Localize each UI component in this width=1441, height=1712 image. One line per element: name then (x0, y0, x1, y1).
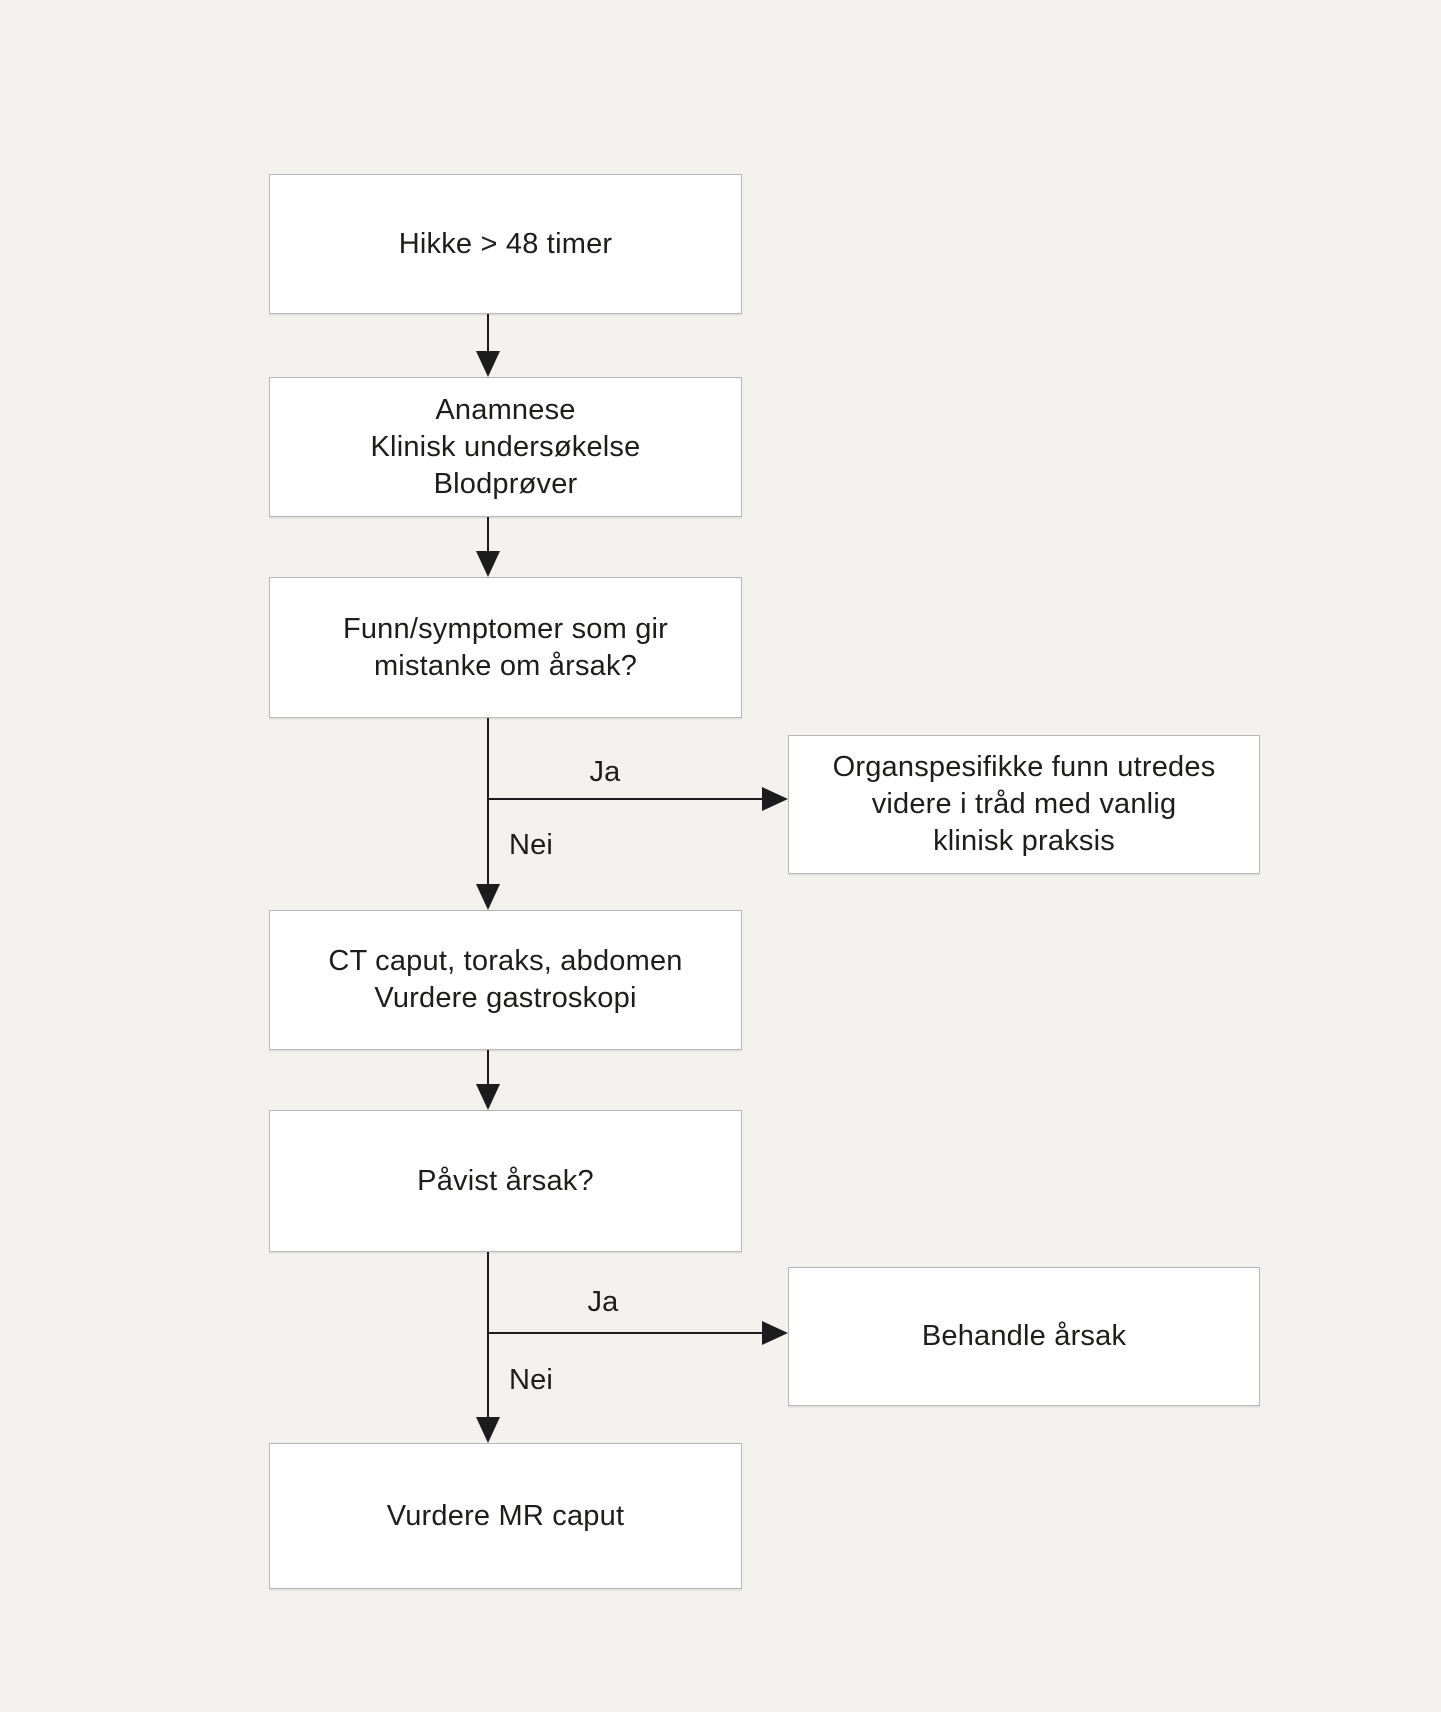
node-text-line: klinisk praksis (933, 825, 1115, 857)
node-text-line: Behandle årsak (921, 1320, 1127, 1352)
node-anamnese: Anamnese Klinisk undersøkelse Blodprøver (269, 377, 742, 517)
node-vurdere-mr-caput: Vurdere MR caput (269, 1443, 742, 1589)
connector-line (487, 517, 489, 555)
connector-line (487, 1050, 489, 1088)
node-text-line: Hikke > 48 timer (398, 227, 613, 260)
node-pavist-arsak: Påvist årsak? (269, 1110, 742, 1252)
node-text-line: Organspesifikke funn utredes (832, 751, 1216, 783)
arrow-down-icon (476, 1084, 500, 1110)
node-behandle-arsak: Behandle årsak (788, 1267, 1260, 1406)
node-text-line: Klinisk undersøkelse (370, 430, 641, 463)
node-text-line: Funn/symptomer som gir (342, 612, 669, 645)
node-text-line: Vurdere gastroskopi (374, 982, 637, 1014)
arrow-down-icon (476, 1417, 500, 1443)
arrow-down-icon (476, 884, 500, 910)
edge-label-nei-1: Nei (508, 829, 554, 861)
connector-line (487, 314, 489, 356)
node-text-line: videre i tråd med vanlig (871, 788, 1177, 820)
node-text-line: Påvist årsak? (417, 1164, 594, 1197)
node-ct-caput: CT caput, toraks, abdomen Vurdere gastro… (269, 910, 742, 1050)
connector-line (487, 1252, 489, 1421)
node-text-line: Vurdere MR caput (386, 1499, 625, 1532)
edge-label-nei-2: Nei (508, 1364, 554, 1396)
edge-label-ja-2: Ja (587, 1286, 619, 1318)
node-hikke-48-timer: Hikke > 48 timer (269, 174, 742, 314)
node-text-line: CT caput, toraks, abdomen (328, 945, 683, 977)
node-text-line: Anamnese (435, 393, 576, 426)
connector-line (488, 798, 764, 800)
node-text-line: Blodprøver (433, 467, 578, 500)
arrow-right-icon (762, 1321, 788, 1345)
arrow-down-icon (476, 351, 500, 377)
connector-line (487, 718, 489, 888)
arrow-down-icon (476, 551, 500, 577)
connector-line (488, 1332, 764, 1334)
node-organspesifikke-funn: Organspesifikke funn utredes videre i tr… (788, 735, 1260, 874)
arrow-right-icon (762, 787, 788, 811)
node-funn-symptomer: Funn/symptomer som gir mistanke om årsak… (269, 577, 742, 718)
node-text-line: mistanke om årsak? (373, 649, 638, 682)
edge-label-ja-1: Ja (589, 756, 621, 788)
